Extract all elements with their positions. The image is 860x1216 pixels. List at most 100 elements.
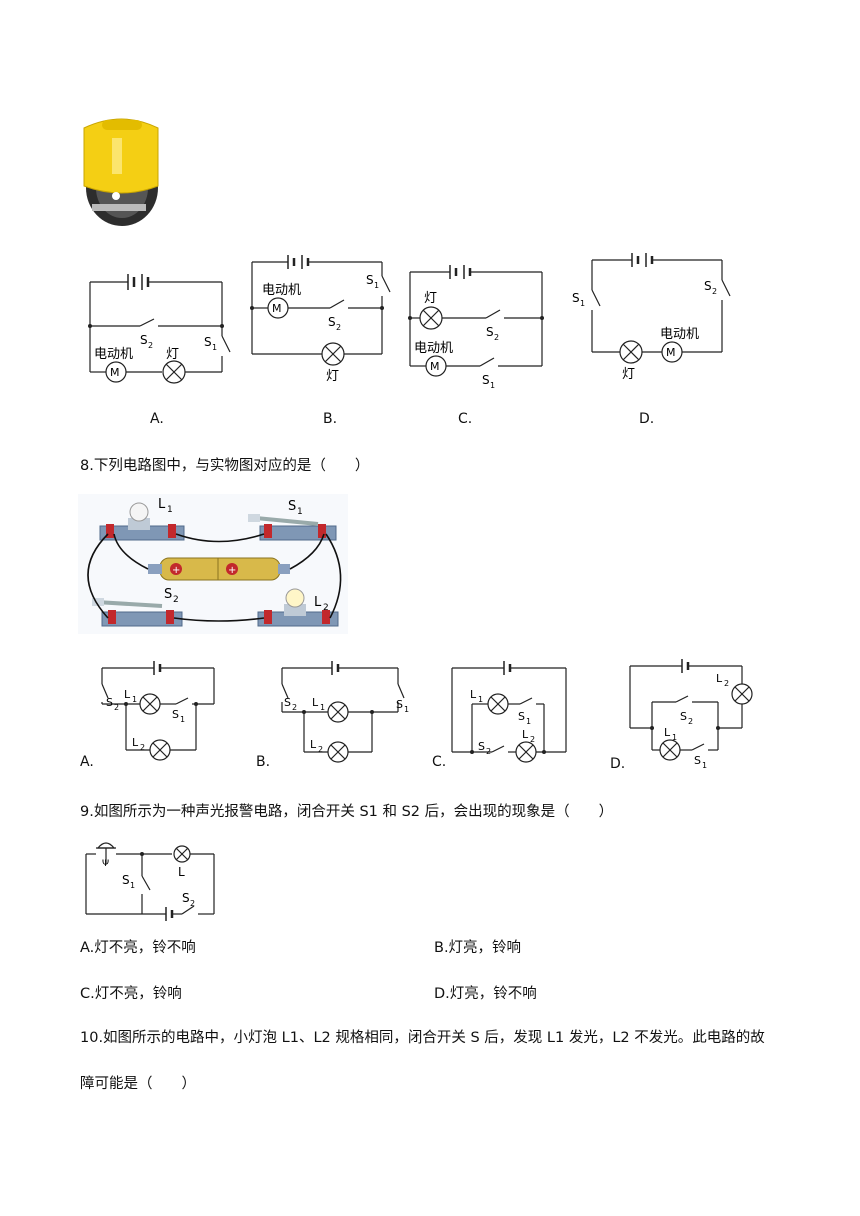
svg-text:1: 1 (212, 343, 217, 352)
svg-text:1: 1 (580, 299, 585, 308)
svg-text:2: 2 (688, 717, 693, 726)
svg-text:灯: 灯 (424, 291, 437, 306)
svg-text:1: 1 (297, 507, 303, 517)
svg-text:S: S (164, 587, 172, 602)
svg-text:2: 2 (114, 703, 119, 712)
q7-option-b-label[interactable]: B. (323, 411, 338, 427)
svg-text:1: 1 (374, 281, 379, 290)
svg-text:S: S (172, 708, 179, 721)
svg-text:S: S (366, 273, 374, 287)
svg-text:+: + (172, 565, 180, 576)
svg-text:灯: 灯 (166, 347, 179, 362)
svg-text:2: 2 (173, 595, 179, 605)
q7-option-a-label[interactable]: A. (150, 411, 164, 427)
q8-physical-circuit-image: + + L 1 S 1 S 2 L 2 (78, 494, 348, 634)
svg-text:1: 1 (702, 761, 707, 770)
svg-text:1: 1 (490, 381, 495, 390)
q8-option-c-label[interactable]: C. (432, 754, 447, 770)
svg-text:L: L (312, 696, 319, 709)
svg-text:2: 2 (190, 899, 195, 908)
q8-circuit-d: L 2 S 2 L 1 S 1 (629, 659, 753, 770)
q7-circuit-c: 灯 S 2 电动机 M S 1 (408, 265, 544, 390)
svg-text:S: S (486, 325, 494, 339)
svg-text:2: 2 (140, 743, 145, 752)
svg-text:电动机: 电动机 (94, 347, 133, 362)
svg-text:2: 2 (530, 735, 535, 744)
svg-text:L: L (522, 728, 529, 741)
svg-text:S: S (704, 279, 712, 293)
svg-text:S: S (518, 710, 525, 723)
svg-text:Ψ: Ψ (102, 859, 109, 869)
svg-text:1: 1 (320, 703, 325, 712)
svg-text:L: L (132, 736, 139, 749)
q8-option-a-label[interactable]: A. (80, 754, 94, 770)
svg-text:S: S (478, 740, 485, 753)
svg-text:S: S (288, 499, 296, 514)
svg-text:灯: 灯 (326, 369, 339, 384)
q7-circuit-d: S 1 S 2 M 灯 电动机 (572, 253, 731, 382)
q8-title: 8.下列电路图中，与实物图对应的是（ ） (80, 458, 370, 474)
q7-circuit-a: S 2 S 1 M 电动机 灯 (88, 274, 231, 384)
svg-text:L: L (124, 688, 131, 701)
q8-circuit-a: S 2 L 1 S 1 L 2 (101, 661, 215, 761)
svg-text:2: 2 (336, 323, 341, 332)
svg-text:M: M (666, 346, 676, 359)
q9-alarm-circuit: Ψ L S 1 S 2 (85, 842, 215, 921)
svg-text:电动机: 电动机 (262, 283, 301, 298)
q7-option-c-label[interactable]: C. (458, 411, 473, 427)
q7-option-d-label[interactable]: D. (639, 411, 655, 427)
q9-title: 9.如图所示为一种声光报警电路，闭合开关 S1 和 S2 后，会出现的现象是（ … (80, 804, 614, 820)
svg-text:2: 2 (292, 703, 297, 712)
q9-option-b[interactable]: B.灯亮，铃响 (434, 940, 522, 956)
q9-option-a[interactable]: A.灯不亮，铃不响 (80, 940, 196, 956)
svg-text:电动机: 电动机 (660, 327, 699, 342)
svg-text:M: M (430, 360, 440, 373)
svg-text:S: S (572, 291, 580, 305)
svg-text:S: S (284, 696, 291, 709)
svg-text:S: S (482, 373, 490, 387)
q8-option-b-label[interactable]: B. (256, 754, 271, 770)
svg-text:2: 2 (148, 341, 153, 350)
q8-option-d-label[interactable]: D. (610, 756, 626, 772)
svg-text:M: M (272, 302, 282, 315)
svg-text:L: L (314, 595, 322, 610)
svg-text:灯: 灯 (622, 367, 635, 382)
svg-text:S: S (328, 315, 336, 329)
svg-text:M: M (110, 366, 120, 379)
svg-text:1: 1 (478, 695, 483, 704)
svg-text:1: 1 (526, 717, 531, 726)
svg-text:1: 1 (180, 715, 185, 724)
svg-text:1: 1 (130, 881, 135, 890)
svg-text:S: S (204, 335, 212, 349)
svg-text:1: 1 (404, 705, 409, 714)
q7a-s2-label: S (140, 333, 148, 347)
q10-title-line2: 障可能是（ ） (80, 1076, 196, 1092)
q8-circuit-b: S 2 S 1 L 1 L 2 (281, 661, 409, 763)
svg-text:L: L (664, 726, 671, 739)
svg-text:L: L (178, 865, 185, 879)
svg-text:L: L (470, 688, 477, 701)
svg-text:L: L (716, 672, 723, 685)
svg-text:S: S (182, 891, 190, 905)
svg-text:2: 2 (724, 679, 729, 688)
q8-circuit-c: L 1 S 1 S 2 L 2 (451, 661, 567, 763)
svg-text:2: 2 (318, 745, 323, 754)
svg-text:S: S (680, 710, 687, 723)
svg-text:+: + (228, 565, 236, 576)
svg-text:电动机: 电动机 (414, 341, 453, 356)
q10-title-line1: 10.如图所示的电路中，小灯泡 L1、L2 规格相同，闭合开关 S 后，发现 L… (80, 1030, 765, 1046)
svg-text:2: 2 (486, 747, 491, 756)
svg-text:1: 1 (167, 505, 173, 515)
q9-option-d[interactable]: D.灯亮，铃不响 (434, 986, 537, 1002)
electric-unicycle-image (83, 118, 159, 226)
svg-text:S: S (396, 698, 403, 711)
svg-text:2: 2 (712, 287, 717, 296)
svg-text:2: 2 (494, 333, 499, 342)
q9-option-c[interactable]: C.灯不亮，铃响 (80, 986, 182, 1002)
svg-text:S: S (122, 873, 130, 887)
q7-circuit-b: S 1 M S 2 电动机 灯 (250, 255, 391, 384)
svg-text:L: L (158, 497, 166, 512)
svg-text:2: 2 (323, 603, 329, 613)
svg-text:1: 1 (132, 695, 137, 704)
svg-text:L: L (310, 738, 317, 751)
